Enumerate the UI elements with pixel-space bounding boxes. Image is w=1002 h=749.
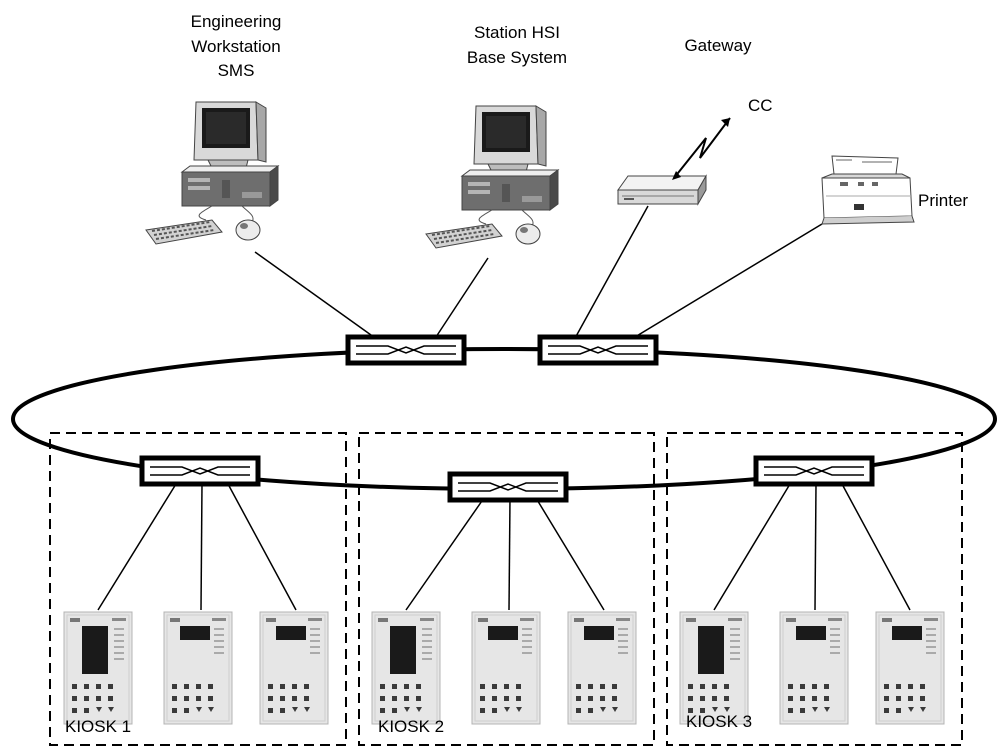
station-hsi-workstation-icon (425, 105, 559, 249)
workstation-label-line-2: Workstation (191, 37, 280, 56)
link-k1-relay-2 (200, 483, 203, 611)
kiosk-2-boundary (358, 432, 655, 746)
switch-kiosk-1 (142, 458, 258, 484)
engineering-workstation-icon (145, 101, 279, 245)
lightning-link-arrowhead (721, 118, 730, 127)
connection-lines (97, 205, 911, 611)
kiosk-2-label: KIOSK 2 (378, 717, 444, 736)
kiosk-3-boundary (666, 432, 963, 746)
relay-k3-3 (875, 611, 945, 725)
printer-label: Printer (918, 191, 968, 210)
link-gateway-switch (573, 205, 649, 341)
kiosk-1-boundary (49, 432, 347, 746)
kiosk-3-label: KIOSK 3 (686, 712, 752, 731)
relay-k3-2 (779, 611, 849, 725)
gateway-box-icon (617, 175, 707, 205)
relay-k2-1 (371, 611, 441, 725)
workstation-label-line-1: Engineering (191, 12, 282, 31)
relay-k1-2 (163, 611, 233, 725)
link-k1-relay-3 (227, 483, 297, 611)
link-hsi-switch (433, 257, 489, 341)
link-k2-relay-1 (405, 497, 485, 611)
station-hsi-label-line-1: Station HSI (474, 23, 560, 42)
switch-top-right (540, 337, 656, 363)
switch-kiosk-3 (756, 458, 872, 484)
gateway-label: Gateway (684, 36, 752, 55)
station-hsi-label-line-2: Base System (467, 48, 567, 67)
relay-k2-2 (471, 611, 541, 725)
link-k3-relay-1 (713, 483, 791, 611)
link-printer-switch (629, 223, 823, 341)
lightning-link-icon (673, 117, 731, 179)
link-k2-relay-2 (508, 497, 511, 611)
kiosk-1-label: KIOSK 1 (65, 717, 131, 736)
link-workstation-switch (254, 251, 379, 341)
switch-top-left (348, 337, 464, 363)
link-k3-relay-3 (841, 483, 911, 611)
lightning-link-arrowtail (672, 171, 681, 180)
relay-k2-3 (567, 611, 637, 725)
relay-k3-1 (679, 611, 749, 725)
relay-k1-1 (63, 611, 133, 725)
cc-label: CC (748, 96, 773, 115)
printer-icon (821, 155, 915, 225)
relay-k1-3 (259, 611, 329, 725)
switch-kiosk-2 (450, 474, 566, 500)
link-k3-relay-2 (814, 483, 817, 611)
link-k1-relay-1 (97, 483, 177, 611)
link-k2-relay-3 (535, 497, 605, 611)
workstation-label-line-3: SMS (218, 61, 255, 80)
